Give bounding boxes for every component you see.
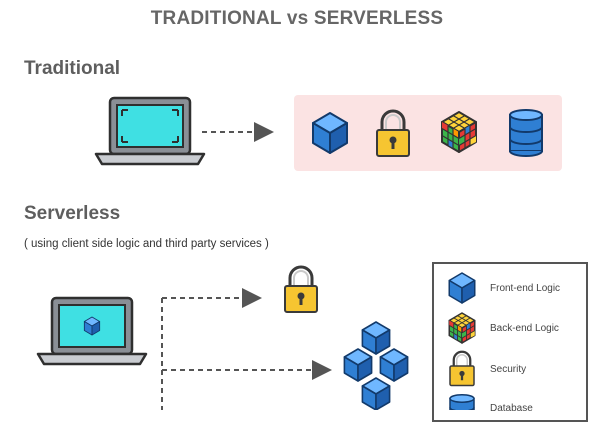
legend-database-icon — [449, 394, 475, 410]
cube-cluster-icon — [343, 321, 409, 410]
serverless-note: ( using client side logic and third part… — [24, 238, 269, 250]
legend-label-security: Security — [490, 364, 527, 375]
legend-label-database: Database — [490, 403, 533, 414]
traditional-heading: Traditional — [24, 58, 121, 79]
main-title: TRADITIONAL vs SERVERLESS — [150, 8, 444, 29]
cube-icon — [312, 112, 348, 154]
serverless-connectors — [161, 288, 332, 410]
legend-rubiks-cube-icon — [448, 312, 476, 344]
database-icon — [509, 109, 543, 157]
serverless-heading: Serverless — [24, 203, 121, 224]
legend-label-backend: Back-end Logic — [490, 323, 559, 334]
serverless-lock-icon — [283, 265, 319, 314]
legend-cube-icon — [448, 272, 476, 304]
rubiks-cube-icon — [441, 111, 477, 153]
legend-lock-icon — [448, 350, 476, 387]
legend-label-frontend: Front-end Logic — [490, 283, 561, 294]
lock-icon — [375, 109, 411, 158]
serverless-laptop-icon — [36, 296, 148, 366]
traditional-laptop-icon — [94, 96, 206, 166]
diagram-graphics — [36, 96, 543, 410]
